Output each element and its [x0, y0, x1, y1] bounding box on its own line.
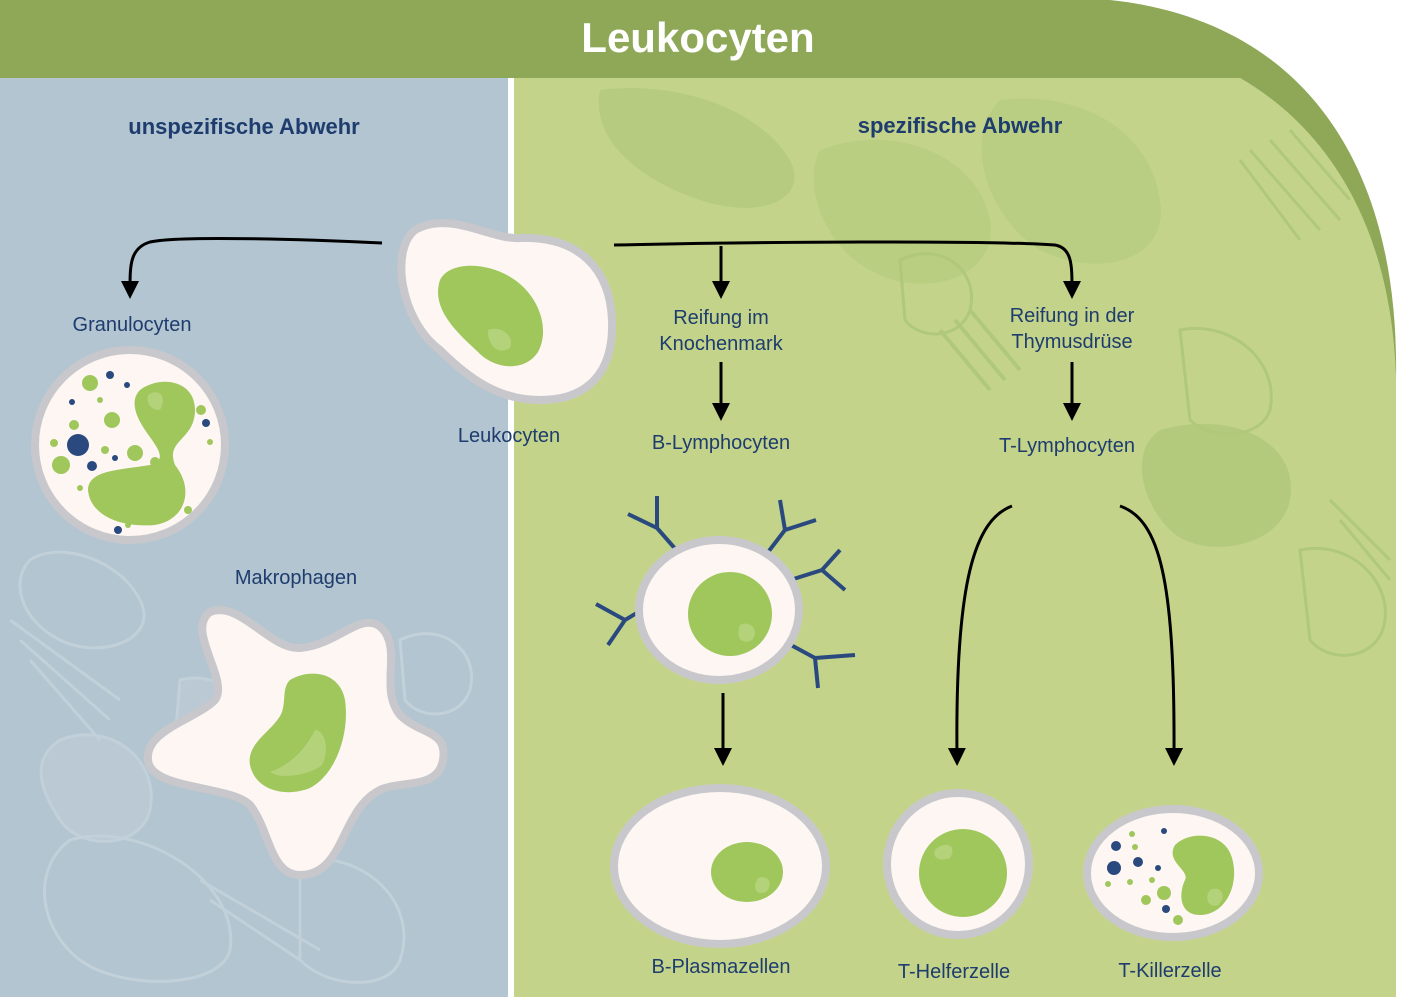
label-t-lymphocyten: T-Lymphocyten [999, 435, 1135, 457]
label-b-plasmazellen: B-Plasmazellen [651, 956, 791, 978]
label-b-lymphocyten: B-Lymphocyten [651, 432, 791, 454]
panel-divider [508, 78, 514, 997]
b-lymphocyte-cell [595, 496, 856, 689]
arrow-to-t-helferzelle [947, 504, 1013, 766]
macrophage-cell [143, 606, 448, 880]
section-heading-specific: spezifische Abwehr [857, 113, 1063, 138]
t-helper-cell [883, 789, 1033, 939]
arrow-to-t-killerzelle [1119, 504, 1184, 766]
right-background-decoration [598, 88, 1392, 657]
title-banner [0, 0, 1397, 380]
left-background-decoration [9, 550, 473, 984]
arrow-to-granulocyten [121, 236, 383, 299]
section-heading-unspecific: unspezifische Abwehr [128, 114, 360, 139]
b-plasma-cell [610, 784, 830, 948]
left-panel [0, 78, 508, 997]
page-title: Leukocyten [581, 14, 815, 61]
arrows [121, 236, 1184, 766]
arrow-branch-specific [613, 240, 1081, 299]
granulocyte-cell [31, 346, 229, 544]
label-granulocyten: Granulocyten [72, 314, 192, 336]
label-reifung-thymus: Reifung in der Thymusdrüse [1009, 305, 1135, 353]
right-panel [514, 78, 1396, 997]
label-reifung-knochenmark: Reifung im Knochenmark [659, 307, 783, 355]
label-t-helferzelle: T-Helferzelle [897, 961, 1011, 983]
label-t-killerzelle: T-Killerzelle [1118, 960, 1222, 982]
label-leukocyten: Leukocyten [457, 425, 561, 447]
label-makrophagen: Makrophagen [234, 567, 358, 589]
t-killer-cell [1083, 805, 1263, 941]
leukocyte-cell [397, 219, 617, 405]
